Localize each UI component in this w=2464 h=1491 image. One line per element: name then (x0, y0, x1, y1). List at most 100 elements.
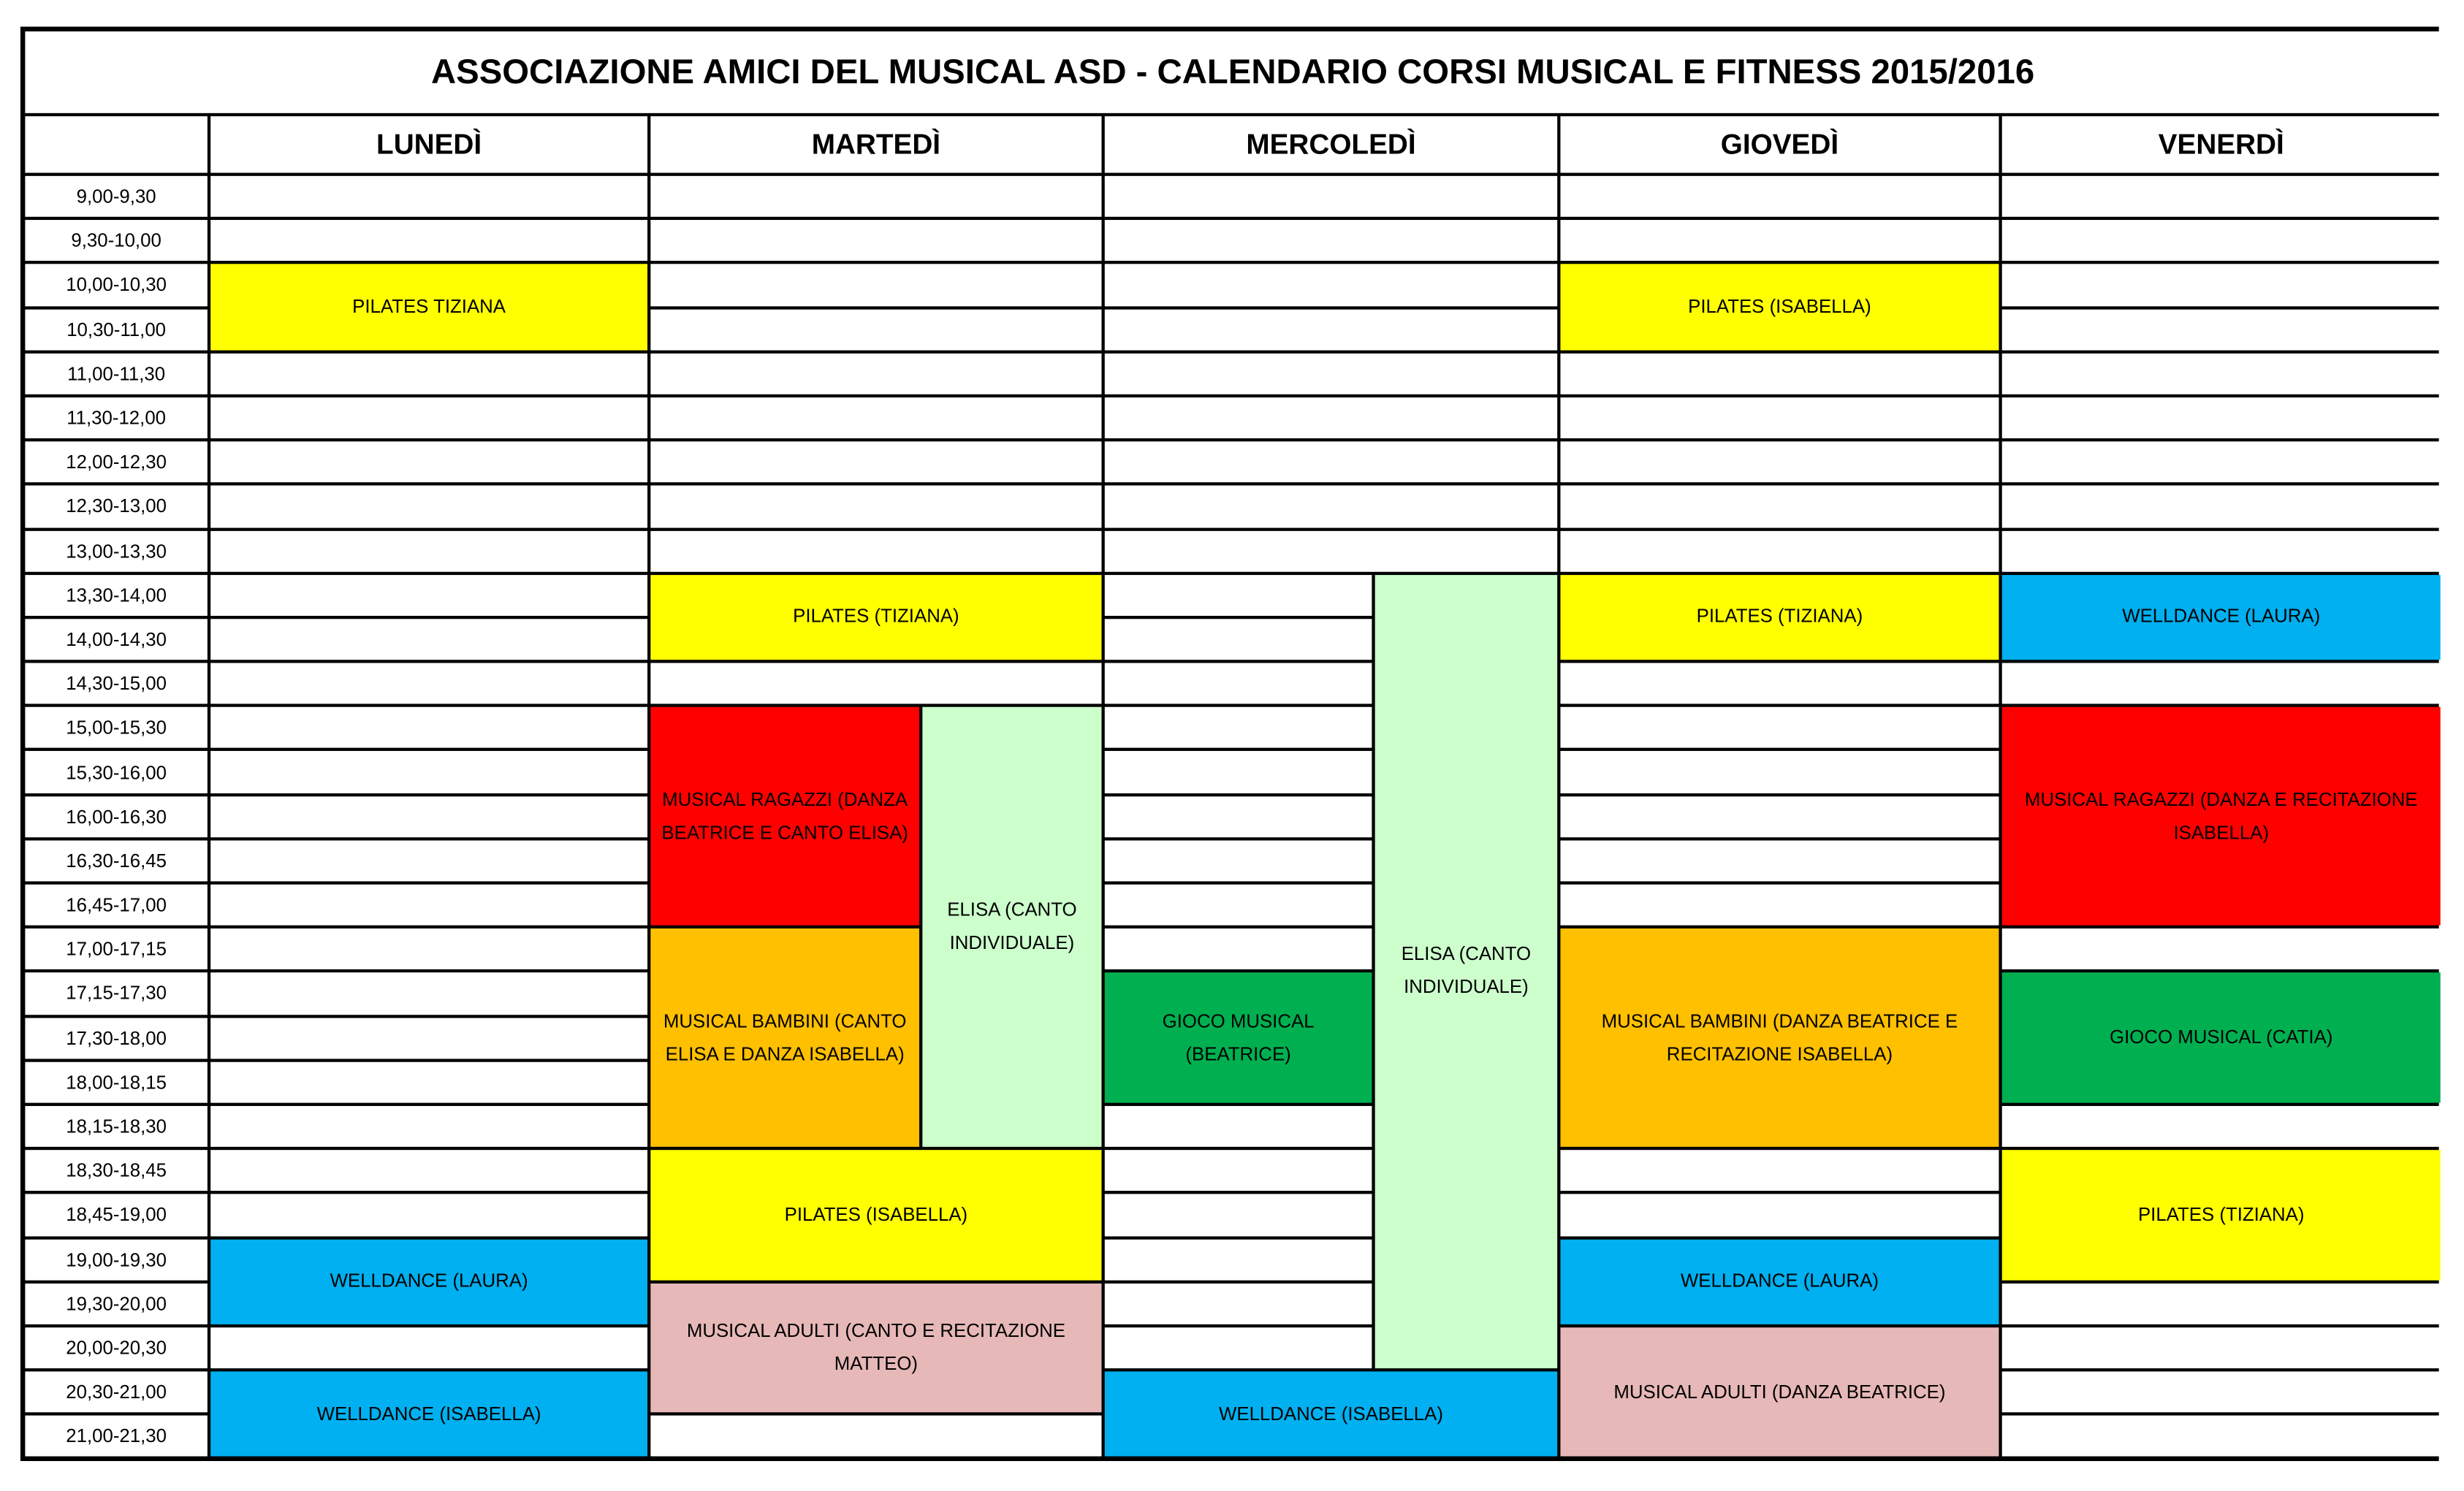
empty-cell (2001, 441, 2441, 483)
time-slot-label: 16,30-16,45 (25, 840, 208, 882)
empty-cell (650, 441, 1102, 483)
empty-cell (1104, 928, 1372, 970)
empty-cell (210, 1105, 648, 1148)
time-slot-label: 18,30-18,45 (25, 1150, 208, 1191)
time-slot-label: 9,00-9,30 (25, 175, 208, 218)
empty-cell (1104, 1238, 1372, 1280)
course-block: MUSICAL BAMBINI (DANZA BEATRICE E RECITA… (1560, 928, 1999, 1148)
course-block: WELLDANCE (LAURA) (210, 1238, 648, 1324)
empty-cell (1560, 353, 1999, 394)
empty-cell (2001, 353, 2441, 394)
empty-cell (210, 1061, 648, 1103)
time-slot-label: 18,00-18,15 (25, 1061, 208, 1103)
empty-cell (210, 530, 648, 572)
empty-cell (2001, 1416, 2441, 1457)
empty-cell (650, 264, 1102, 306)
time-slot-label: 21,00-21,30 (25, 1416, 208, 1457)
time-slot-label: 14,30-15,00 (25, 663, 208, 704)
time-slot-label: 20,30-21,00 (25, 1371, 208, 1413)
empty-cell (1104, 220, 1558, 262)
empty-cell (210, 884, 648, 926)
empty-cell (650, 486, 1102, 527)
empty-cell (210, 796, 648, 837)
time-slot-label: 11,30-12,00 (25, 397, 208, 439)
time-slot-label: 10,00-10,30 (25, 264, 208, 306)
empty-cell (1560, 751, 1999, 793)
course-block: ELISA (CANTO INDIVIDUALE) (922, 707, 1102, 1148)
time-slot-label: 12,30-13,00 (25, 486, 208, 527)
empty-cell (1104, 796, 1372, 837)
empty-cell (650, 308, 1102, 351)
empty-cell (2001, 1327, 2441, 1369)
empty-cell (1104, 751, 1372, 793)
empty-cell (1560, 397, 1999, 439)
time-slot-label: 13,00-13,30 (25, 530, 208, 572)
course-block: WELLDANCE (ISABELLA) (1104, 1371, 1558, 1457)
time-slot-label: 14,00-14,30 (25, 619, 208, 660)
empty-cell (2001, 264, 2441, 306)
empty-cell (1104, 840, 1372, 882)
empty-cell (1560, 220, 1999, 262)
empty-cell (650, 530, 1102, 572)
time-slot-label: 15,30-16,00 (25, 751, 208, 793)
empty-cell (210, 220, 648, 262)
empty-cell (2001, 663, 2441, 704)
time-slot-label: 20,00-20,30 (25, 1327, 208, 1369)
empty-cell (1104, 441, 1558, 483)
course-block: WELLDANCE (ISABELLA) (210, 1371, 648, 1457)
empty-cell (2001, 1105, 2441, 1148)
time-slot-label: 12,00-12,30 (25, 441, 208, 483)
day-header: MERCOLEDÌ (1104, 116, 1558, 173)
empty-cell (1104, 663, 1372, 704)
empty-cell (2001, 175, 2441, 218)
course-block: PILATES (ISABELLA) (650, 1150, 1102, 1280)
empty-cell (1104, 308, 1558, 351)
course-block: MUSICAL BAMBINI (CANTO ELISA E DANZA ISA… (650, 928, 920, 1148)
time-slot-label: 16,45-17,00 (25, 884, 208, 926)
empty-cell (210, 840, 648, 882)
empty-cell (1560, 840, 1999, 882)
empty-cell (1104, 264, 1558, 306)
course-block: PILATES (ISABELLA) (1560, 264, 1999, 351)
empty-cell (1560, 441, 1999, 483)
empty-cell (1104, 486, 1558, 527)
course-block: GIOCO MUSICAL (BEATRICE) (1104, 972, 1372, 1103)
time-slot-label: 10,30-11,00 (25, 308, 208, 351)
empty-cell (2001, 486, 2441, 527)
time-slot-label: 19,00-19,30 (25, 1238, 208, 1280)
empty-cell (210, 441, 648, 483)
empty-cell (210, 1150, 648, 1191)
course-block: WELLDANCE (LAURA) (2001, 574, 2441, 660)
empty-cell (1104, 530, 1558, 572)
empty-cell (210, 928, 648, 970)
empty-cell (1104, 1283, 1372, 1324)
empty-cell (1104, 175, 1558, 218)
empty-cell (1560, 175, 1999, 218)
time-slot-label: 16,00-16,30 (25, 796, 208, 837)
course-block: MUSICAL ADULTI (CANTO E RECITAZIONE MATT… (650, 1283, 1102, 1413)
empty-cell (1104, 1105, 1372, 1148)
empty-cell (1104, 1327, 1372, 1369)
course-block: PILATES (TIZIANA) (1560, 574, 1999, 660)
empty-cell (210, 1194, 648, 1236)
empty-cell (650, 663, 1102, 704)
empty-cell (210, 397, 648, 439)
empty-cell (1104, 574, 1372, 616)
course-block: MUSICAL ADULTI (DANZA BEATRICE) (1560, 1327, 1999, 1457)
empty-cell (210, 619, 648, 660)
empty-cell (1104, 1150, 1372, 1191)
empty-cell (2001, 397, 2441, 439)
schedule-table: ASSOCIAZIONE AMICI DEL MUSICAL ASD - CAL… (20, 26, 2441, 1462)
empty-cell (650, 1416, 1102, 1457)
course-block: GIOCO MUSICAL (CATIA) (2001, 972, 2441, 1103)
empty-cell (650, 175, 1102, 218)
empty-cell (1560, 663, 1999, 704)
course-block: MUSICAL RAGAZZI (DANZA BEATRICE E CANTO … (650, 707, 920, 926)
time-slot-label: 11,00-11,30 (25, 353, 208, 394)
day-header: LUNEDÌ (210, 116, 648, 173)
empty-cell (1104, 1194, 1372, 1236)
empty-cell (650, 353, 1102, 394)
empty-cell (210, 574, 648, 616)
course-block: MUSICAL RAGAZZI (DANZA E RECITAZIONE ISA… (2001, 707, 2441, 926)
time-slot-label: 18,45-19,00 (25, 1194, 208, 1236)
